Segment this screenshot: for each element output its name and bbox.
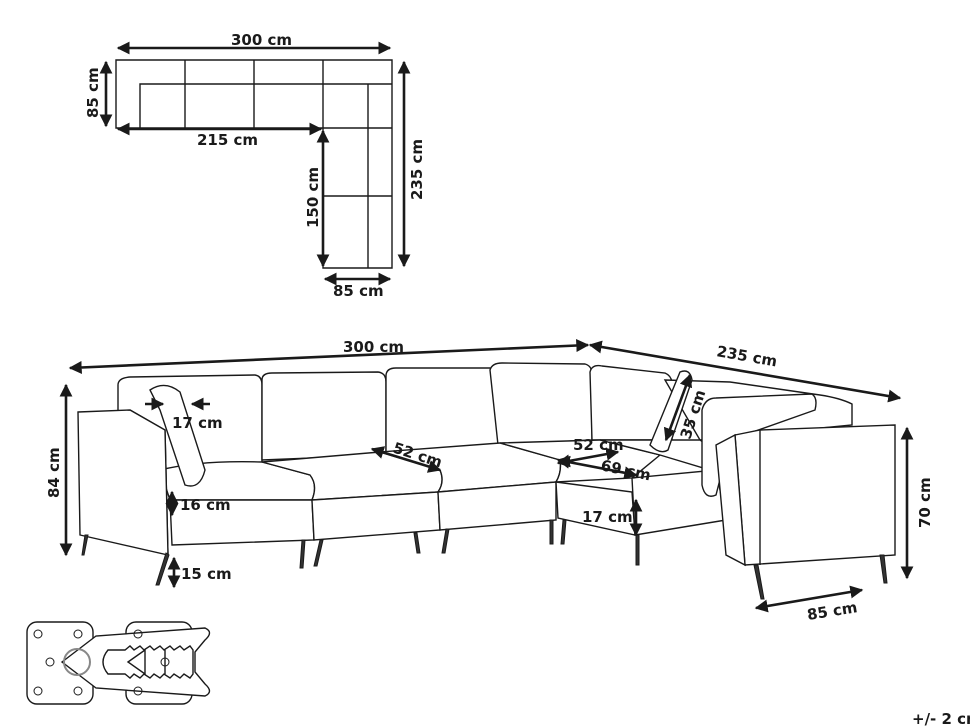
plan-inner-return-label: 150 cm [304,167,322,228]
arm-height-label: 70 cm [916,477,934,528]
plan-depth-left-label: 85 cm [84,67,102,118]
seat-thickness-label: 16 cm [180,496,231,514]
tolerance-note: +/- 2 cm [912,710,970,728]
seat-depth-b-label: 52 cm [573,436,624,454]
sofa-perspective [77,362,896,600]
leg-height-label: 15 cm [181,565,232,583]
width-total-label: 300 cm [343,338,404,356]
plan-width-label: 300 cm [231,31,292,49]
plan-inner-length-label: 215 cm [197,131,258,149]
seat-height-label: 17 cm [582,508,633,526]
height-back-label: 84 cm [45,447,63,498]
connector-bracket-illustration [26,621,211,705]
plan-view: 300 cm 85 cm 215 cm 150 cm 235 cm 85 cm [84,31,426,300]
plan-depth-bottom-label: 85 cm [333,282,384,300]
length-return-label: 235 cm [715,342,778,370]
depth-label: 85 cm [806,598,859,624]
armrest-width-label: 17 cm [172,414,223,432]
plan-length-right-label: 235 cm [408,139,426,200]
